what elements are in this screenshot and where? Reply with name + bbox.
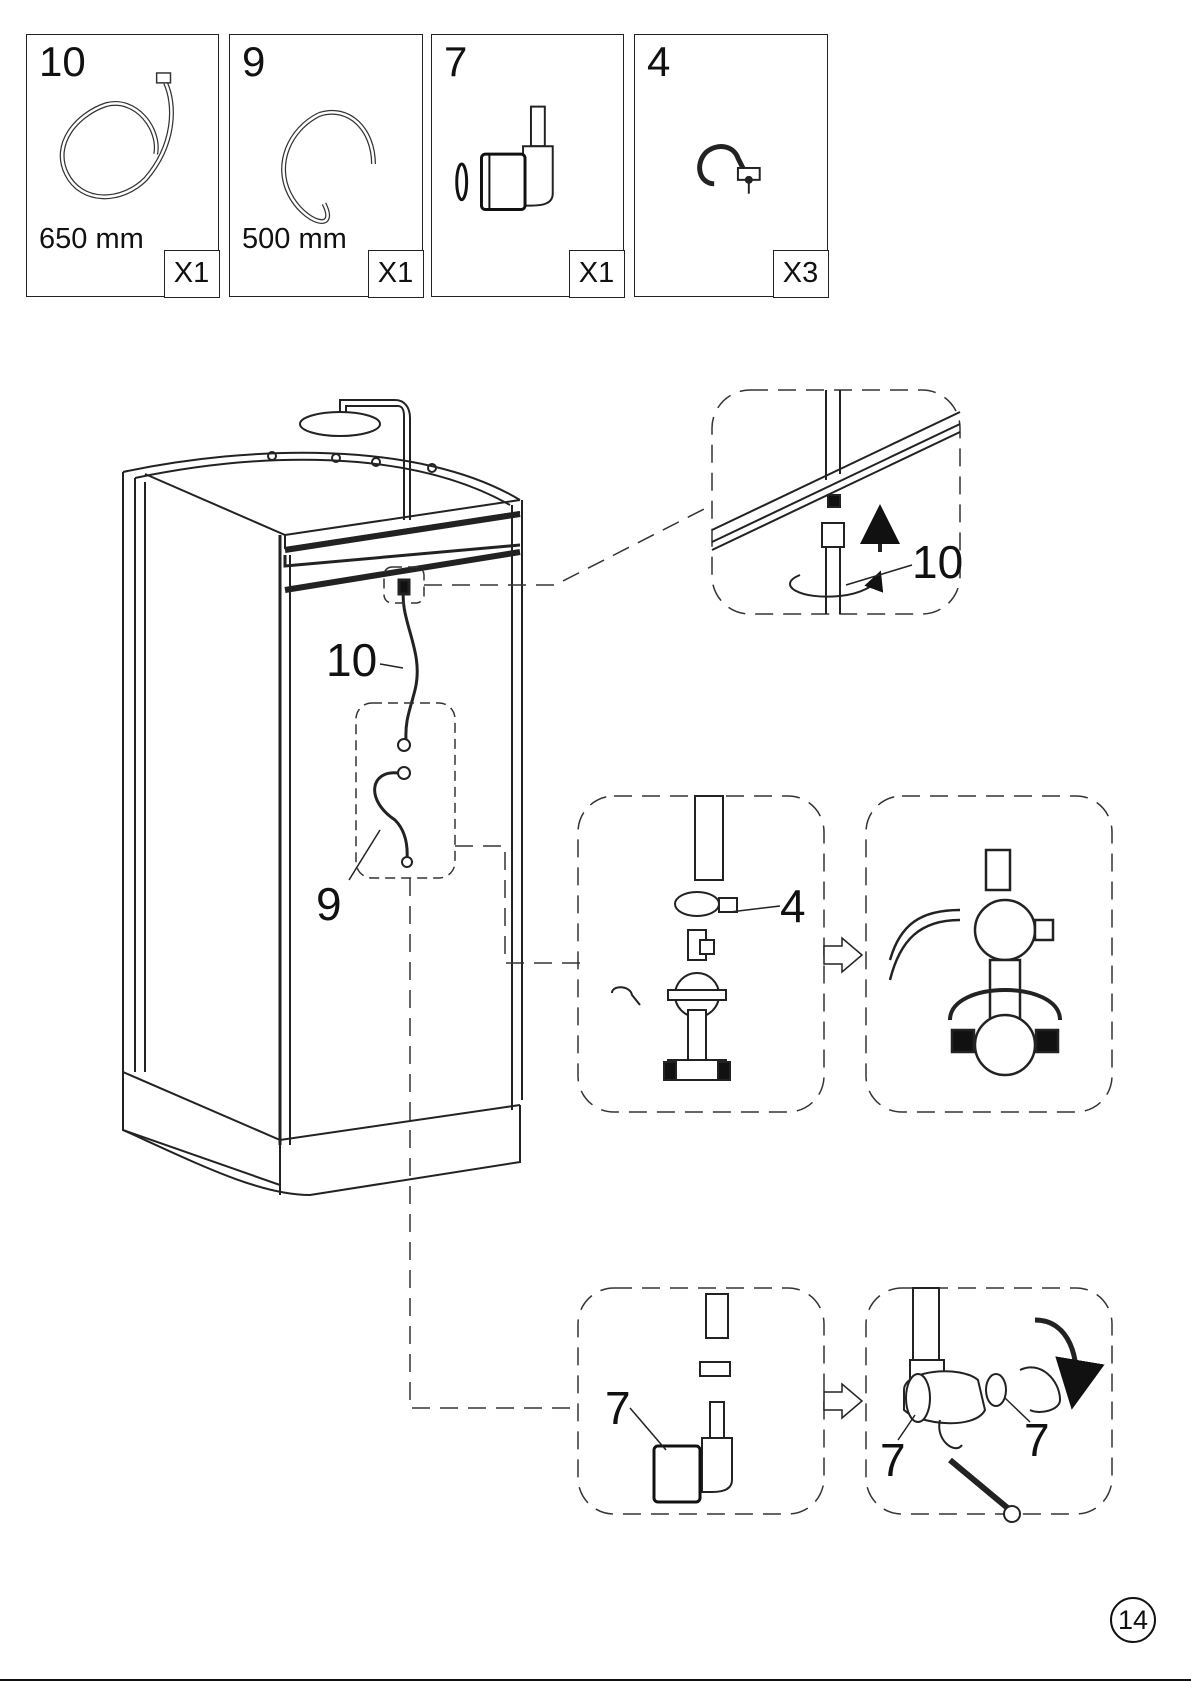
callout-connector-7: 7 bbox=[605, 1382, 631, 1434]
footer-divider bbox=[0, 1679, 1191, 1681]
callout-hose-10: 10 bbox=[326, 634, 377, 686]
callout-connector-7-fit-b: 7 bbox=[1024, 1414, 1050, 1466]
clamp-step-drawing bbox=[612, 796, 737, 1080]
next-step-arrow bbox=[824, 938, 862, 972]
connector-fit-drawing bbox=[904, 1288, 1076, 1522]
callout-clamp-4: 4 bbox=[780, 880, 806, 932]
leader-lines bbox=[410, 505, 712, 1408]
hose-10-installed bbox=[399, 580, 417, 740]
callout-connector-7-fit-a: 7 bbox=[880, 1434, 906, 1486]
shower-cabin bbox=[123, 400, 522, 1195]
next-step-arrow-2 bbox=[824, 1384, 862, 1418]
clamp-result-drawing bbox=[890, 850, 1060, 1075]
connector-step-drawing bbox=[654, 1294, 732, 1502]
mixer-installed bbox=[375, 739, 412, 867]
callout-hose-9: 9 bbox=[316, 878, 342, 930]
page-number: 14 bbox=[1110, 1597, 1156, 1643]
callout-hose-10-detail: 10 bbox=[912, 536, 963, 588]
